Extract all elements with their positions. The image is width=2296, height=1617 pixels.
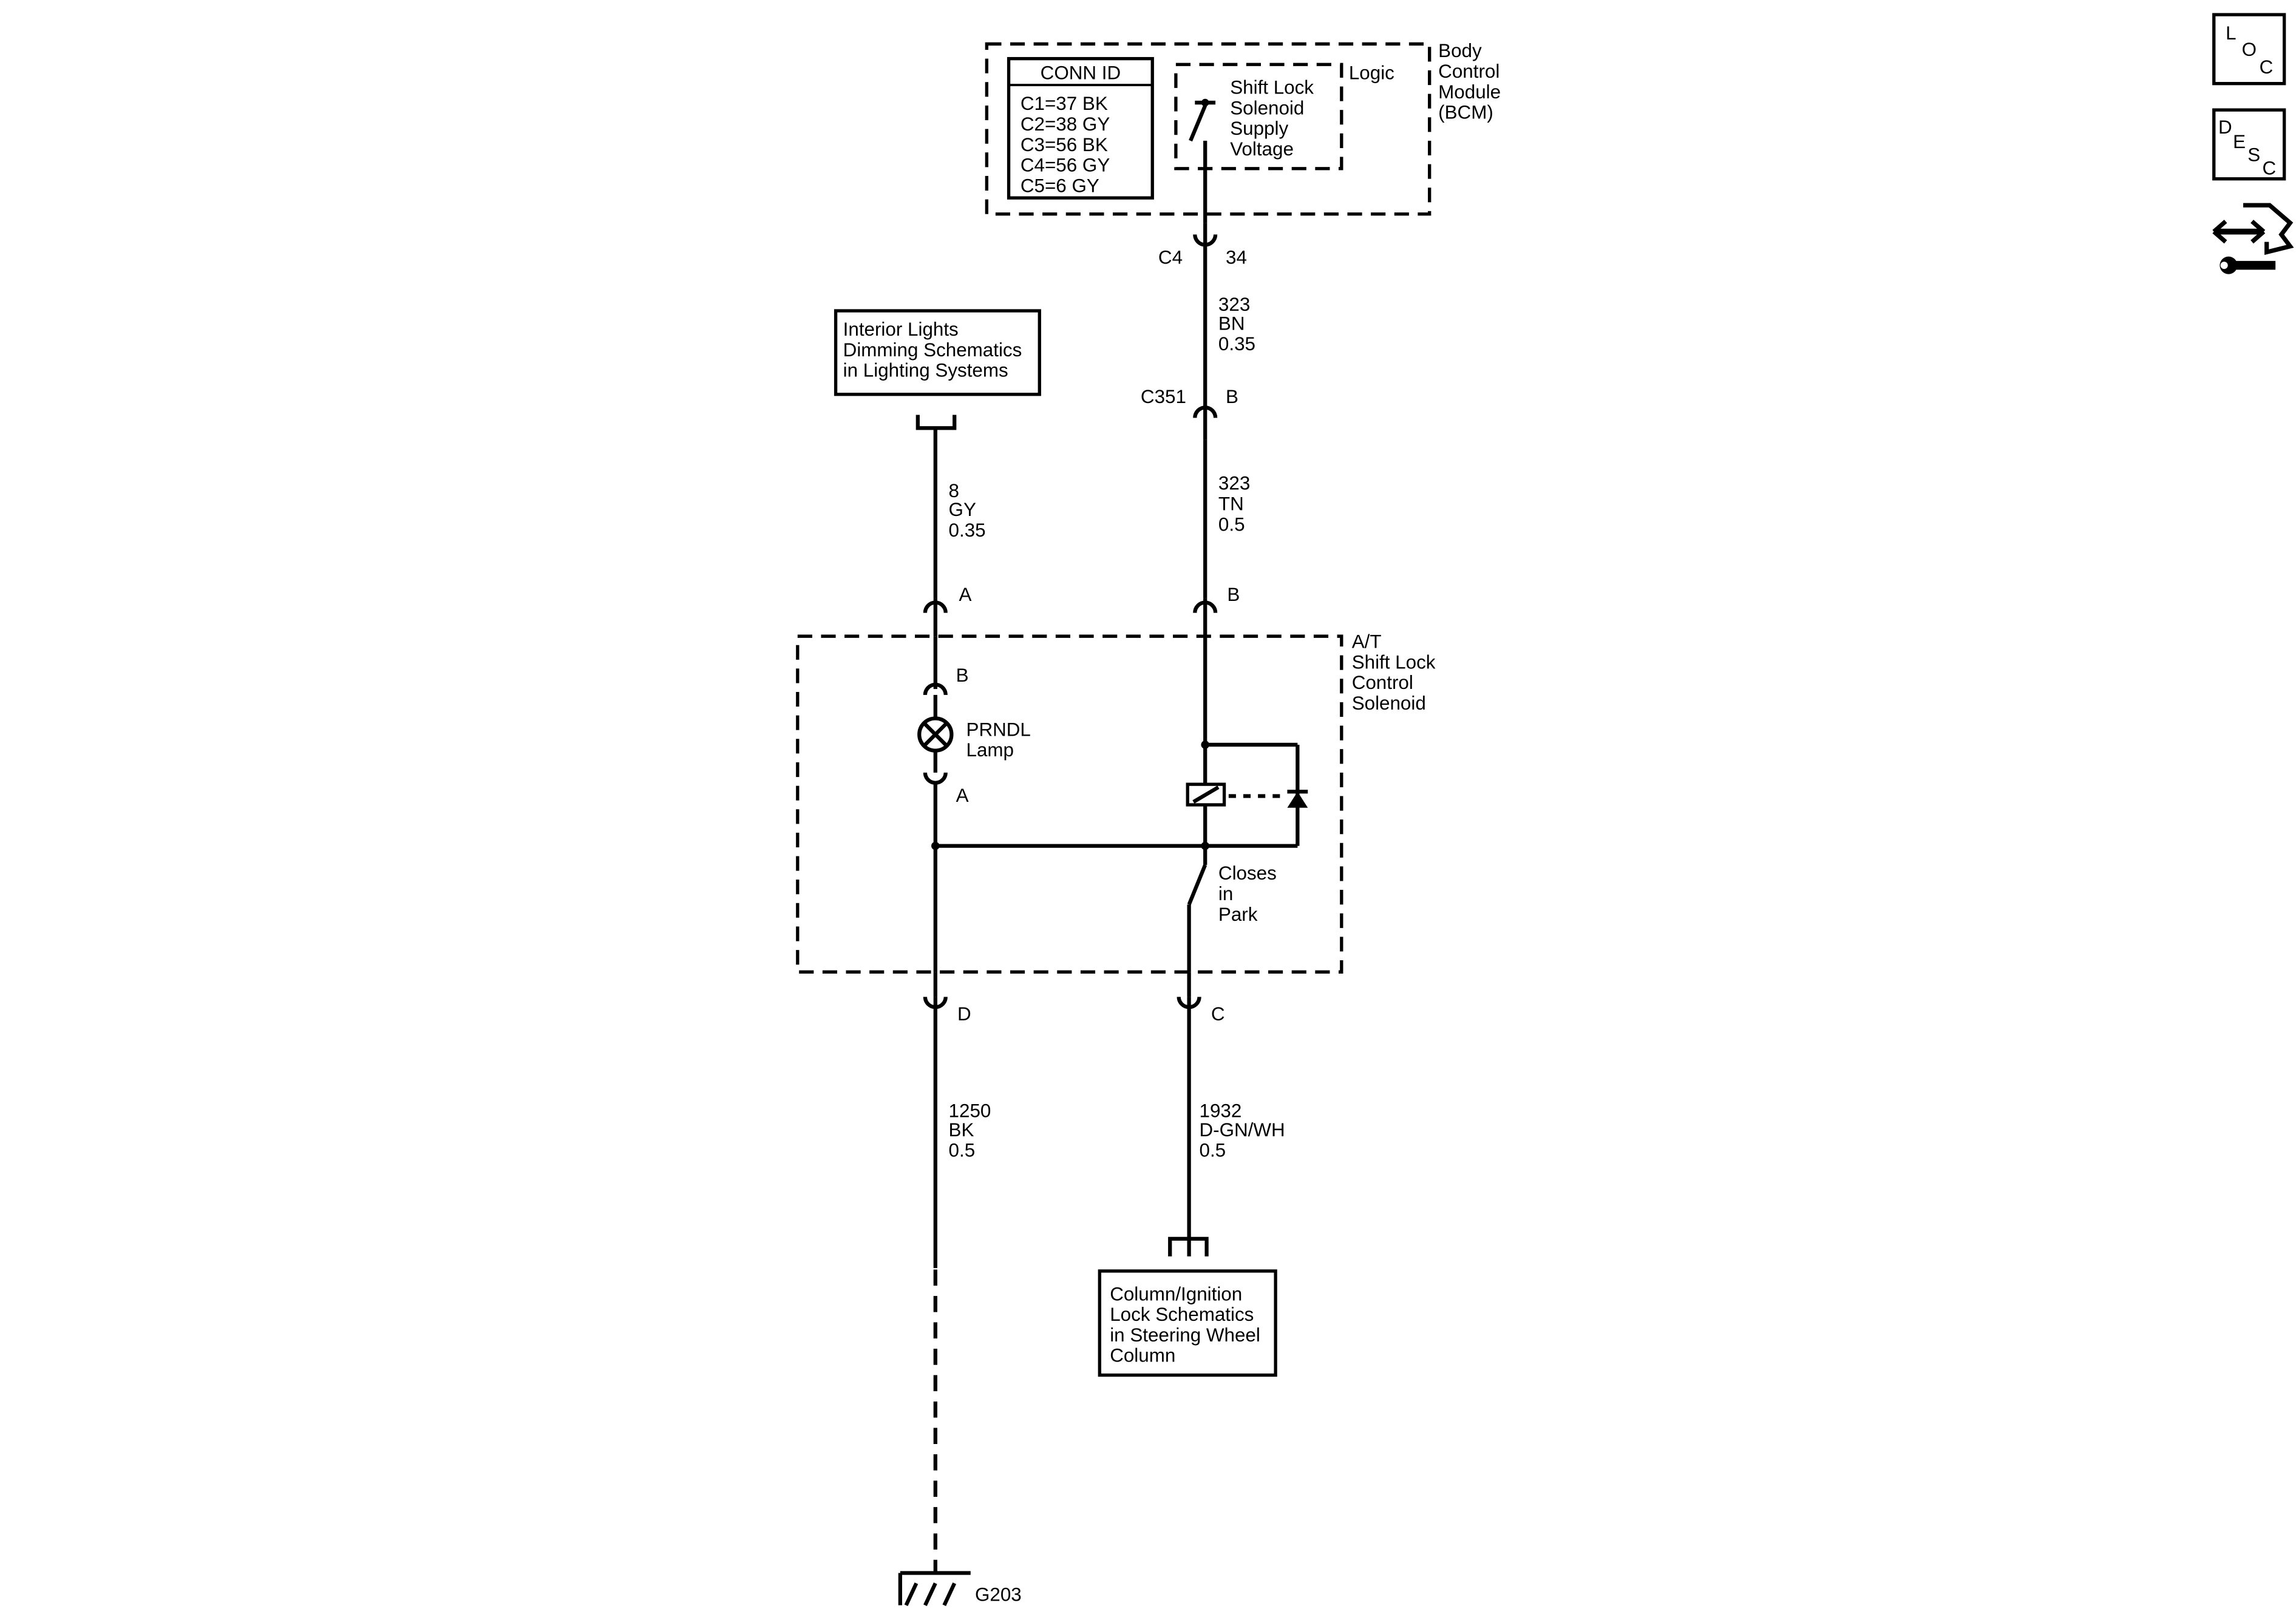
desc-letter: C xyxy=(2262,157,2276,178)
connector-name: C351 xyxy=(1141,386,1186,407)
lamp-label-line: Lamp xyxy=(966,739,1014,761)
connector-c351-b: C351 B xyxy=(1141,386,1238,440)
wire-size: 0.5 xyxy=(1218,514,1245,535)
conn-id-box xyxy=(1007,56,1154,200)
interior-lights-reference[interactable]: Interior Lights Dimming Schematics in Li… xyxy=(834,309,1041,430)
loc-letter: O xyxy=(2242,39,2257,60)
wire-color: GY xyxy=(949,499,976,520)
loc-letter: C xyxy=(2260,56,2274,78)
connector-wrench-icon[interactable] xyxy=(2212,203,2294,274)
connector-name: C4 xyxy=(1158,247,1183,268)
conn-id-row: C3=56 BK xyxy=(1021,134,1108,155)
reference-bracket xyxy=(915,415,957,430)
switch-label-line: Shift Lock xyxy=(1230,77,1314,98)
solenoid-label-line: Shift Lock xyxy=(1352,651,1436,673)
wire-size: 0.35 xyxy=(1218,333,1255,354)
wire-size: 0.35 xyxy=(949,520,986,541)
column-lock-reference[interactable]: Column/Ignition Lock Schematics in Steer… xyxy=(1098,1236,1277,1377)
bcm-label-line: Module xyxy=(1438,81,1501,103)
switch-label-line: in xyxy=(1218,883,1233,904)
reference-line: Column xyxy=(1110,1345,1175,1366)
wire-circuit: 323 xyxy=(1218,473,1250,494)
conn-id-row: C1=37 BK xyxy=(1021,93,1108,114)
connector-pin: A xyxy=(959,584,971,605)
wire-color: TN xyxy=(1218,493,1244,514)
conn-id-title: CONN ID xyxy=(1041,62,1121,83)
solenoid-coil-icon xyxy=(1186,782,1226,807)
diode-icon xyxy=(1287,790,1308,808)
wire-color: D-GN/WH xyxy=(1200,1119,1285,1141)
wire-circuit: 8 xyxy=(949,480,959,501)
park-switch xyxy=(1187,846,1207,972)
wire-color: BN xyxy=(1218,313,1245,334)
bcm-dashed-outline xyxy=(985,42,1432,216)
desc-icon[interactable]: D E S C xyxy=(2212,108,2286,181)
logic-label: Logic xyxy=(1349,62,1394,83)
desc-letter: D xyxy=(2218,117,2232,138)
reference-line: Dimming Schematics xyxy=(843,339,1022,361)
supply-voltage-switch xyxy=(1189,98,1216,223)
lamp-pin: A xyxy=(956,785,969,806)
switch-label-line: Voltage xyxy=(1230,138,1294,160)
reference-line: Interior Lights xyxy=(843,319,959,340)
connector-pin: C xyxy=(1211,1003,1225,1025)
connector-pin-a-top: A xyxy=(923,584,971,637)
connector-pin-d: D xyxy=(923,972,971,1025)
solenoid-label-line: Solenoid xyxy=(1352,693,1426,714)
loc-icon[interactable]: L O C xyxy=(2212,13,2286,86)
wire-circuit: 1932 xyxy=(1200,1100,1242,1121)
bcm-label-line: Control xyxy=(1438,61,1500,82)
lamp-pin: B xyxy=(956,665,969,686)
conn-id-row: C5=6 GY xyxy=(1021,175,1099,196)
lamp-label-line: PRNDL xyxy=(966,719,1031,740)
connector-pin: D xyxy=(957,1003,971,1025)
wire-circuit: 323 xyxy=(1218,294,1250,315)
connector-pin-b-top: B xyxy=(1193,584,1240,637)
conn-id-row: C2=38 GY xyxy=(1021,114,1110,135)
bcm-label-line: (BCM) xyxy=(1438,102,1493,123)
logic-dashed-box xyxy=(1174,63,1343,171)
connector-pin: B xyxy=(1227,584,1240,605)
reference-bracket xyxy=(1168,1236,1209,1256)
reference-line: in Steering Wheel xyxy=(1110,1324,1260,1346)
connector-pin-c: C xyxy=(1177,972,1225,1025)
wire-color: BK xyxy=(949,1119,974,1141)
lamp-connector-a xyxy=(923,772,948,785)
solenoid-label-line: A/T xyxy=(1352,631,1382,653)
loc-letter: L xyxy=(2226,22,2236,44)
connector-pin: 34 xyxy=(1226,247,1247,268)
wire-circuit: 1250 xyxy=(949,1100,991,1121)
prndl-lamp-icon xyxy=(917,716,954,753)
desc-letter: S xyxy=(2247,144,2260,166)
solenoid-label-line: Control xyxy=(1352,672,1413,693)
wire-size: 0.5 xyxy=(1200,1140,1226,1161)
connector-pin: B xyxy=(1226,386,1238,407)
conn-id-row: C4=56 GY xyxy=(1021,155,1110,176)
reference-line: in Lighting Systems xyxy=(843,360,1008,381)
bcm-module: CONN ID C1=37 BK C2=38 GY C3=56 BK C4=56… xyxy=(985,40,1501,223)
reference-line: Column/Ignition xyxy=(1110,1283,1242,1304)
shift-lock-solenoid-assembly: A/T Shift Lock Control Solenoid B PRNDL … xyxy=(796,631,1436,974)
reference-line: Lock Schematics xyxy=(1110,1304,1254,1325)
switch-label-line: Closes xyxy=(1218,863,1277,884)
column-lock-box[interactable] xyxy=(1098,1269,1277,1377)
bcm-label-line: Body xyxy=(1438,40,1482,61)
switch-label-line: Park xyxy=(1218,904,1258,925)
lamp-connector-b xyxy=(923,682,948,696)
interior-lights-box[interactable] xyxy=(834,309,1041,396)
switch-label-line: Solenoid xyxy=(1230,97,1304,118)
desc-letter: E xyxy=(2233,131,2246,152)
connector-c4-34: C4 34 xyxy=(1158,223,1247,268)
ground-label: G203 xyxy=(975,1584,1022,1605)
switch-label-line: Supply xyxy=(1230,118,1288,139)
solenoid-dashed-outline xyxy=(796,634,1343,974)
ground-icon xyxy=(898,1571,971,1607)
wire-size: 0.5 xyxy=(949,1140,976,1161)
